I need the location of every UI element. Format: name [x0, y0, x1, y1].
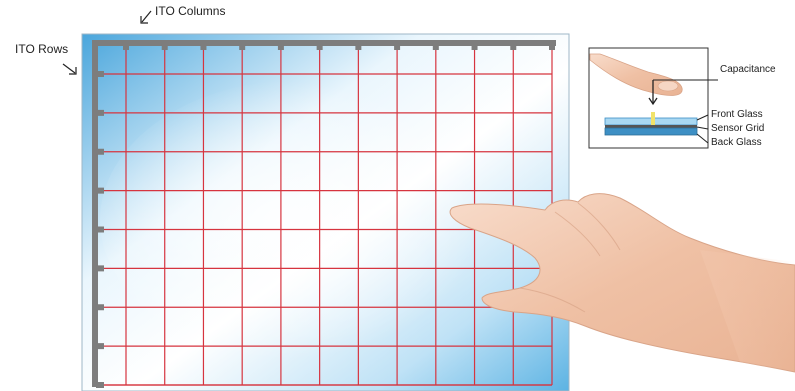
column-electrode-tab: [510, 44, 516, 50]
capacitance-marker: [651, 112, 655, 125]
column-electrode-tab: [278, 44, 284, 50]
column-electrode-tab: [162, 44, 168, 50]
column-electrode-tab: [317, 44, 323, 50]
row-electrode-tab: [96, 382, 104, 388]
capacitance-inset: [589, 48, 718, 148]
row-electrode-tab: [96, 304, 104, 310]
column-electrode-tab: [394, 44, 400, 50]
back-glass-label: Back Glass: [711, 137, 762, 148]
row-electrode-tab: [96, 71, 104, 77]
column-electrode-tab: [433, 44, 439, 50]
row-electrode-tab: [96, 188, 104, 194]
sensor-grid-label: Sensor Grid: [711, 123, 764, 134]
back-glass-layer: [605, 128, 697, 135]
column-electrode-tab: [549, 44, 555, 50]
column-electrode-tab: [123, 44, 129, 50]
arrow-down-right-icon: [63, 64, 76, 74]
row-electrode-tab: [96, 265, 104, 271]
row-electrode-tab: [96, 227, 104, 233]
ito-columns-label: ITO Columns: [155, 4, 225, 18]
row-electrode-tab: [96, 343, 104, 349]
sensor-grid-layer: [605, 125, 697, 128]
capacitance-label: Capacitance: [720, 64, 776, 75]
row-electrode-tab: [96, 149, 104, 155]
column-electrode-tab: [472, 44, 478, 50]
ito-rows-label: ITO Rows: [15, 42, 68, 56]
column-electrode-bar: [92, 40, 556, 46]
arrow-down-left-icon: [141, 11, 151, 23]
front-glass-label: Front Glass: [711, 109, 763, 120]
column-electrode-tab: [239, 44, 245, 50]
column-electrode-tab: [355, 44, 361, 50]
column-electrode-tab: [200, 44, 206, 50]
row-electrode-bar: [92, 40, 98, 387]
row-electrode-tab: [96, 110, 104, 116]
